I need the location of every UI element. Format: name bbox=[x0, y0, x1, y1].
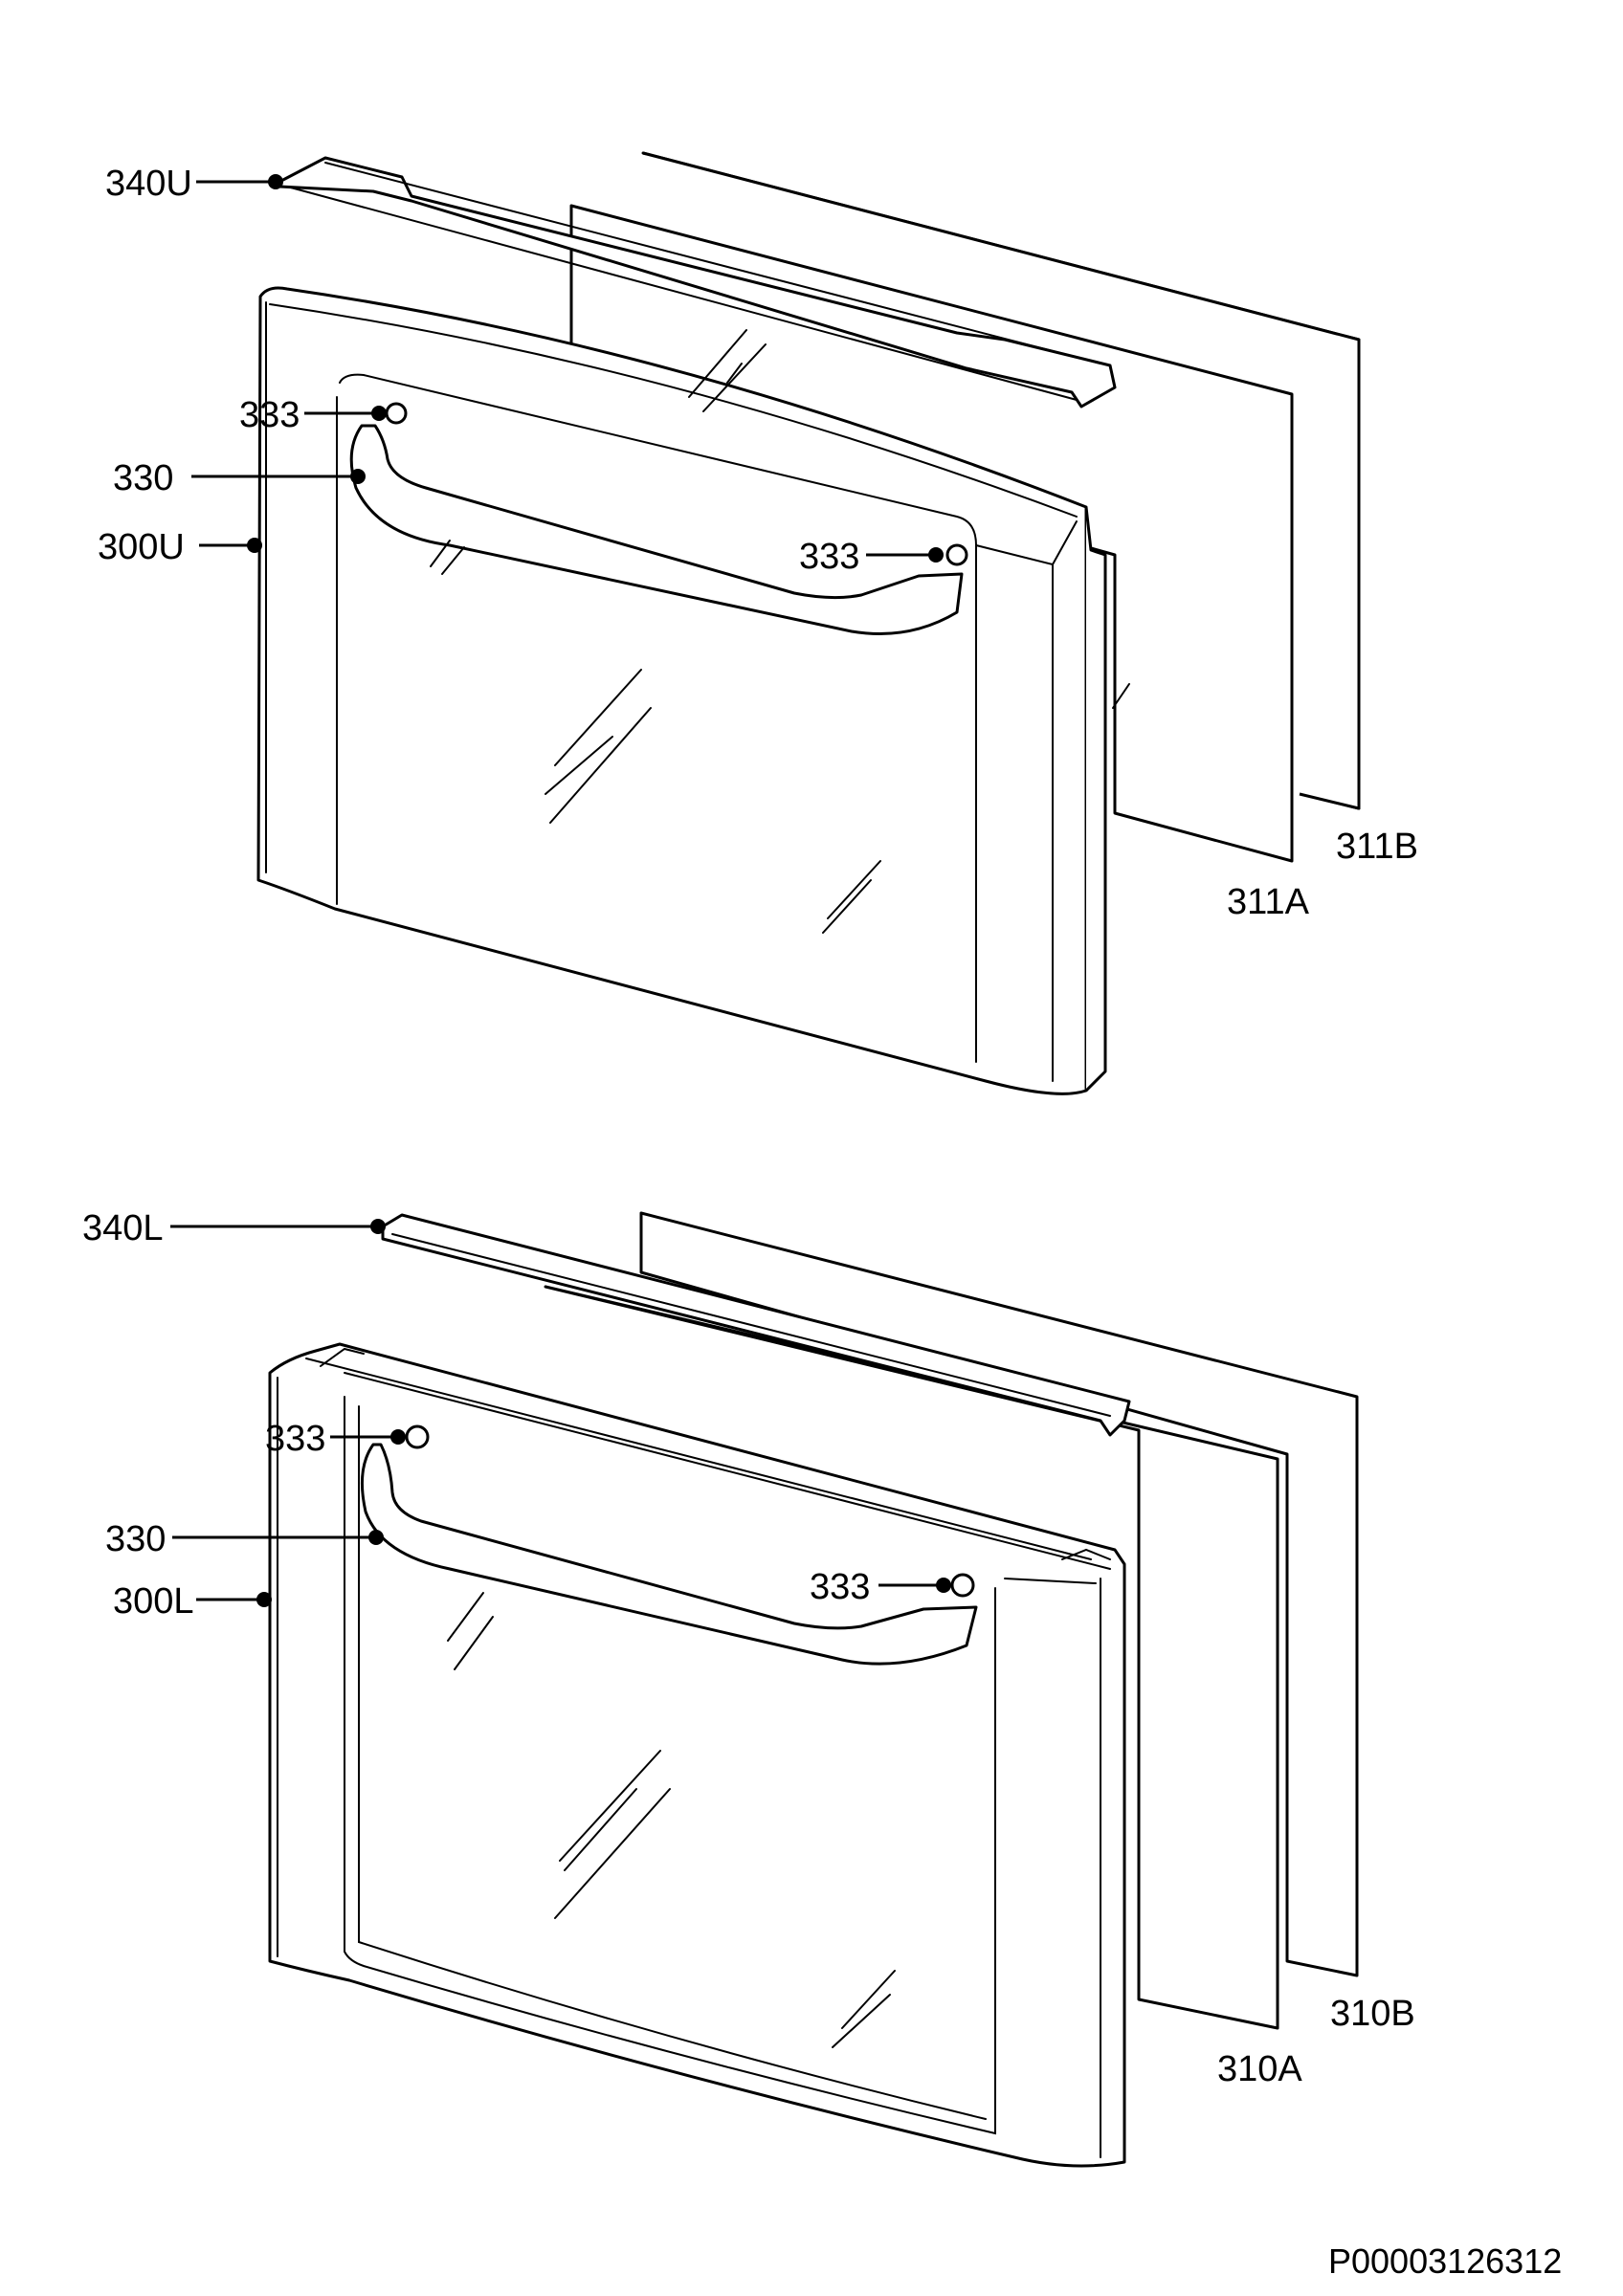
bottom-door-panel bbox=[268, 1342, 1126, 2168]
bottom-clip-bar bbox=[381, 1213, 1131, 1437]
bottom-door-handle bbox=[360, 1443, 978, 1666]
bottom-outer-glass-panel bbox=[639, 1211, 1359, 1977]
bottom-leaders bbox=[170, 1219, 951, 1607]
top-screw-right bbox=[945, 543, 968, 566]
bottom-door-assembly bbox=[268, 1211, 1359, 2168]
label-bottom-inner-glass: 310A bbox=[1217, 2049, 1302, 2089]
bottom-screw-right bbox=[950, 1573, 975, 1598]
label-bottom-screw-left: 333 bbox=[265, 1419, 325, 1459]
bottom-screw-left bbox=[405, 1424, 430, 1449]
label-top-handle: 330 bbox=[113, 458, 173, 498]
top-leaders bbox=[191, 174, 944, 563]
label-top-inner-glass: 311A bbox=[1227, 882, 1310, 922]
label-top-outer-glass: 311B bbox=[1336, 827, 1418, 867]
label-top-clip: 340U bbox=[105, 164, 192, 204]
label-top-screw-right: 333 bbox=[799, 537, 859, 577]
label-bottom-screw-right: 333 bbox=[810, 1567, 870, 1607]
label-bottom-handle: 330 bbox=[105, 1519, 166, 1559]
label-top-screw-left: 333 bbox=[239, 395, 300, 435]
top-door-panel bbox=[256, 286, 1088, 1095]
label-bottom-clip: 340L bbox=[82, 1208, 164, 1248]
top-door-assembly bbox=[256, 151, 1361, 1095]
top-door-handle bbox=[349, 424, 964, 635]
label-bottom-outer-glass: 310B bbox=[1330, 1994, 1415, 2034]
label-bottom-door-panel: 300L bbox=[113, 1581, 194, 1622]
label-top-door-panel: 300U bbox=[98, 527, 185, 567]
drawing-code: P00003126312 bbox=[1328, 2241, 1562, 2281]
top-screw-left bbox=[385, 402, 408, 425]
